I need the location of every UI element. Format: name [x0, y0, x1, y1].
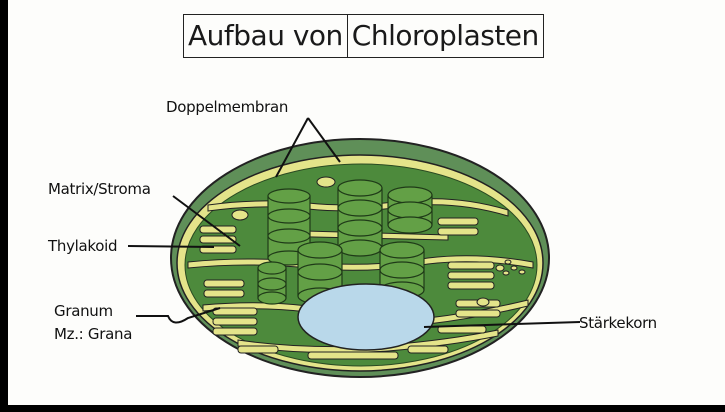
label-doppelmembran: Doppelmembran [166, 98, 288, 116]
granum-stack-2 [338, 180, 382, 256]
granum-stack-3 [388, 187, 432, 233]
label-grana: Mz.: Grana [54, 325, 132, 343]
pointer-thylakoid [128, 246, 214, 247]
starch-grain [298, 284, 434, 350]
granum-stack-6 [258, 262, 286, 304]
label-staerkekorn: Stärkekorn [579, 314, 657, 332]
chloroplast-diagram [8, 0, 725, 405]
label-matrix-stroma: Matrix/Stroma [48, 180, 151, 198]
label-thylakoid: Thylakoid [48, 237, 117, 255]
label-granum: Granum [54, 302, 113, 320]
whiteboard: Aufbau von Chloroplasten [8, 0, 725, 405]
